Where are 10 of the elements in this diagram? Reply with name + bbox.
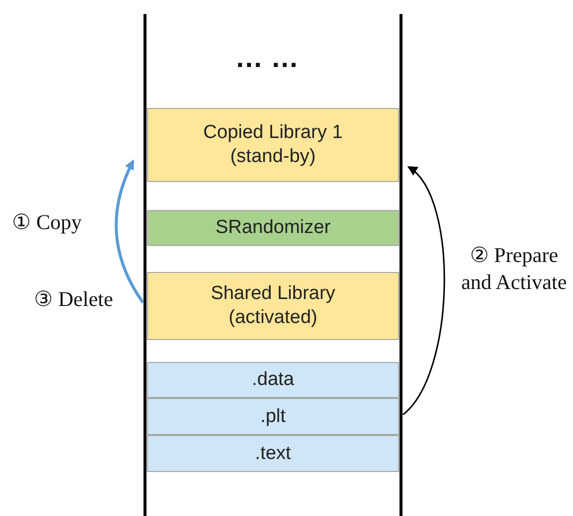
memory-section-box: .data [147, 362, 399, 398]
memory-region-box: SRandomizer [147, 210, 399, 246]
ellipsis-text: … … [235, 41, 299, 75]
step-label: ③ Delete [34, 286, 114, 313]
arrow [114, 159, 144, 304]
memory-region-box: Shared Library (activated) [147, 272, 399, 340]
memory-section-box: .plt [147, 398, 399, 435]
memory-section-box: .text [147, 435, 399, 472]
arrow [402, 166, 445, 416]
memory-region-box: Copied Library 1 (stand-by) [147, 108, 399, 182]
